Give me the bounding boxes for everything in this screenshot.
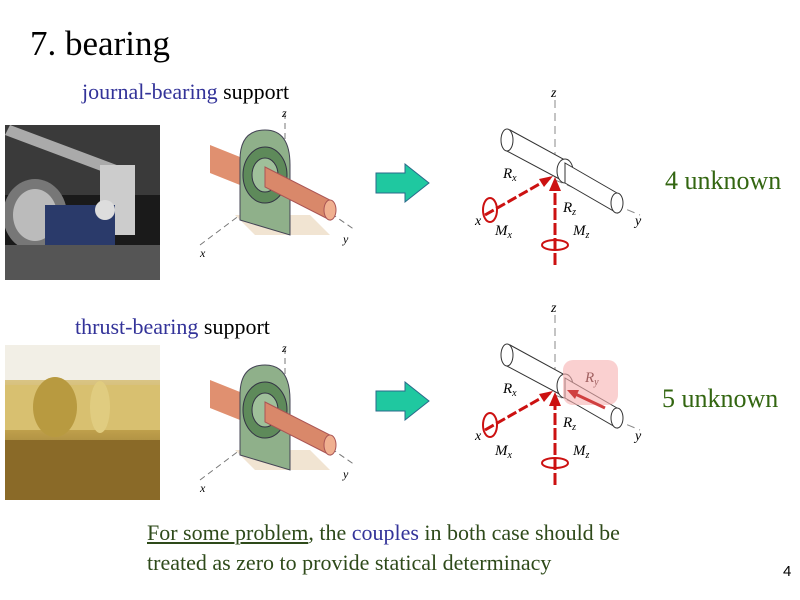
- note-text: For some problem, the couples in both ca…: [147, 518, 620, 578]
- support-label: support: [217, 79, 290, 104]
- note-part1: , the: [308, 520, 352, 545]
- ry-label: R: [584, 370, 594, 386]
- page-number: 4: [783, 563, 792, 580]
- mz-subscript: z: [585, 230, 590, 241]
- support-label: support: [198, 314, 270, 339]
- svg-text:Rx: Rx: [502, 166, 517, 184]
- svg-text:Rz: Rz: [562, 200, 576, 218]
- rx-label: R: [502, 381, 512, 397]
- mz-label: M: [572, 223, 587, 239]
- rx-force-arrow: [484, 176, 551, 217]
- z-axis-label: z: [281, 341, 287, 355]
- journal-unknowns-count: 4 unknown: [665, 166, 782, 195]
- thrust-bearing-photo: [5, 345, 160, 500]
- x-axis-label: x: [474, 214, 482, 229]
- note-underlined: For some problem: [147, 520, 309, 545]
- rx-force-arrow: [484, 391, 551, 432]
- x-axis-label: x: [199, 481, 206, 495]
- journal-bearing-photo: [5, 125, 160, 280]
- x-axis-label: x: [199, 246, 206, 260]
- rx-subscript: x: [511, 173, 517, 184]
- mz-moment-icon: [541, 239, 569, 251]
- mx-moment-icon: [482, 197, 498, 223]
- journal-bearing-heading: journal-bearing support: [82, 79, 289, 105]
- y-axis-label: y: [633, 429, 642, 444]
- z-axis-label: z: [281, 106, 287, 120]
- mx-label: M: [494, 443, 509, 459]
- mx-label: M: [494, 223, 509, 239]
- rz-subscript: z: [571, 422, 576, 433]
- mz-moment-icon: [541, 457, 569, 469]
- z-axis-label: z: [550, 301, 557, 316]
- y-axis-label: y: [342, 467, 349, 481]
- mx-subscript: x: [507, 450, 513, 461]
- note-couples: couples: [351, 520, 419, 545]
- journal-bearing-label: journal-bearing: [82, 79, 218, 104]
- svg-text:Rx: Rx: [502, 381, 517, 399]
- svg-text:Mz: Mz: [572, 443, 590, 461]
- mx-subscript: x: [507, 230, 513, 241]
- mz-subscript: z: [585, 450, 590, 461]
- right-arrow-icon: [375, 381, 430, 421]
- journal-bearing-fbd: z y x Rx Rz Mx Mz: [474, 86, 642, 265]
- rz-label: R: [562, 200, 572, 216]
- z-axis-label: z: [550, 86, 557, 101]
- x-axis-label: x: [474, 429, 482, 444]
- y-axis-label: y: [633, 214, 642, 229]
- thrust-bearing-drawing: z x y: [199, 341, 356, 495]
- svg-text:Rz: Rz: [562, 415, 576, 433]
- y-axis-label: y: [342, 232, 349, 246]
- svg-text:Mz: Mz: [572, 223, 590, 241]
- svg-text:Ry: Ry: [584, 370, 599, 388]
- mx-moment-icon: [482, 412, 498, 438]
- thrust-bearing-heading: thrust-bearing support: [75, 314, 270, 340]
- journal-bearing-drawing: z x y: [199, 106, 356, 260]
- rz-label: R: [562, 415, 572, 431]
- thrust-bearing-label: thrust-bearing: [75, 314, 199, 339]
- rx-subscript: x: [511, 388, 517, 399]
- note-line-1: For some problem, the couples in both ca…: [147, 518, 620, 548]
- thrust-bearing-fbd: z y x Ry Rx Rz Mx Mz: [474, 301, 642, 485]
- slide-title: 7. bearing: [30, 24, 170, 63]
- rx-label: R: [502, 166, 512, 182]
- right-arrow-icon: [375, 163, 430, 203]
- note-part2: in both case should be: [418, 520, 620, 545]
- thrust-unknowns-count: 5 unknown: [662, 384, 779, 413]
- rz-subscript: z: [571, 207, 576, 218]
- svg-text:Mx: Mx: [494, 443, 513, 461]
- note-line-2: treated as zero to provide statical dete…: [147, 550, 552, 575]
- svg-text:Mx: Mx: [494, 223, 513, 241]
- mz-label: M: [572, 443, 587, 459]
- ry-subscript: y: [593, 377, 599, 388]
